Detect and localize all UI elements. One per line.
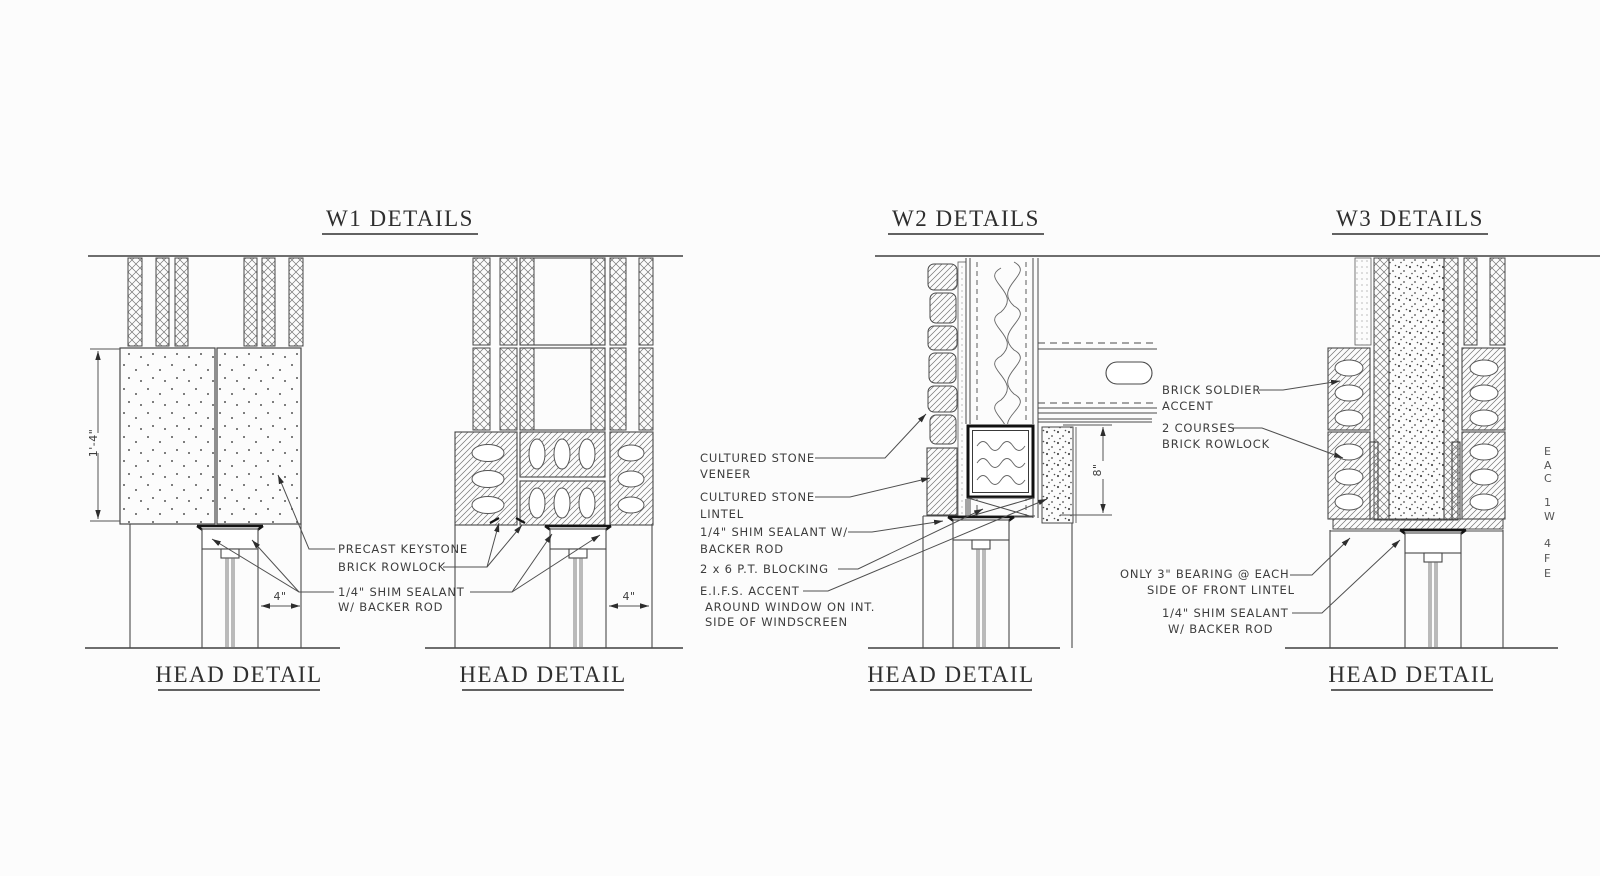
label-2-courses-1: 2 COURSES [1162,421,1236,435]
label-shim-sealant-2: W/ BACKER ROD [338,600,443,614]
title-w3-details: W3 DETAILS [1336,206,1484,231]
caption-head-detail-2: HEAD DETAIL [459,662,626,687]
steel-beam [1038,342,1157,423]
w3-labels: BRICK SOLDIER ACCENT 2 COURSES BRICK ROW… [1120,379,1555,636]
label-shim-sealant-1: 1/4" SHIM SEALANT [338,585,465,599]
w2-head-detail: 8" [922,258,1157,648]
w1-head-detail-a: 1'-4" 4" [87,257,304,648]
mullion-lines [976,549,986,647]
batt-insulation [994,261,1021,445]
jamb-lines [129,524,302,648]
pt-blocking [967,497,1034,518]
edge-fragment: C [1544,472,1552,485]
label-brick-soldier-2: ACCENT [1162,399,1214,413]
w3-head-detail [1327,257,1506,648]
edge-fragment: E [1544,567,1551,580]
label-brick-rowlock: BRICK ROWLOCK [338,560,446,574]
label-eifs-accent-1: E.I.F.S. ACCENT [700,584,800,598]
label-cultured-stone-veneer-2: VENEER [700,467,751,481]
label-shim-sealant-2: W/ BACKER ROD [1168,622,1273,636]
dim-jamb-offset-b: 4" [622,590,635,603]
edge-fragment: A [1544,459,1552,472]
window-head-frame [195,524,265,560]
sheathing-strip [1354,257,1372,346]
label-shim-sealant-1: 1/4" SHIM SEALANT [1162,606,1289,620]
label-brick-soldier-1: BRICK SOLDIER [1162,383,1261,397]
label-pt-blocking: 2 x 6 P.T. BLOCKING [700,562,829,576]
label-eifs-accent-3: SIDE OF WINDSCREEN [705,615,848,629]
label-cultured-stone-lintel-1: CULTURED STONE [700,490,815,504]
eifs-accent [1041,426,1074,524]
label-bearing-2: SIDE OF FRONT LINTEL [1147,583,1295,597]
edge-fragment: W [1544,510,1555,523]
label-2-courses-2: BRICK ROWLOCK [1162,437,1270,451]
dim-lintel-depth: 8" [1091,463,1104,476]
sheet-titles: W1 DETAILS W2 DETAILS W3 DETAILS HEAD DE… [155,206,1495,691]
edge-fragment: F [1544,552,1551,565]
grout-core-column [1388,257,1445,521]
mullion-lines [573,558,583,647]
caption-head-detail-4: HEAD DETAIL [1328,662,1495,687]
w1-head-detail-b: 4" [454,257,654,648]
title-w2-details: W2 DETAILS [892,206,1040,231]
w1-labels: PRECAST KEYSTONE BRICK ROWLOCK 1/4" SHIM… [211,474,601,614]
dim-precast-height: 1'-4" [87,429,100,458]
label-bearing-1: ONLY 3" BEARING @ EACH [1120,567,1289,581]
cultured-stone-veneer [927,263,958,445]
mullion-lines [1428,562,1438,647]
label-eifs-accent-2: AROUND WINDOW ON INT. [705,600,875,614]
label-cultured-stone-lintel-2: LINTEL [700,507,744,521]
jamb-lines [1329,530,1504,648]
edge-fragment: 1 [1544,496,1552,509]
jamb-lines [454,525,653,648]
brick-rowlock-band [454,431,654,526]
label-cultured-stone-veneer-1: CULTURED STONE [700,451,815,465]
edge-text-fragments: E A C 1 W 4 F E [1544,445,1555,580]
edge-fragment: E [1544,445,1551,458]
precast-panel [119,347,302,525]
lintel-soffit-band [1332,518,1504,530]
label-shim-sealant-2: BACKER ROD [700,542,784,556]
edge-fragment: 4 [1544,537,1552,550]
window-head-frame [543,524,613,560]
dim-jamb-offset-a: 4" [273,590,286,603]
brick-veneer-section [127,257,304,347]
dim-8in-lines [1060,424,1112,516]
window-head-frame [1398,528,1468,564]
brick-veneer-section [472,257,654,431]
label-shim-sealant-1: 1/4" SHIM SEALANT W/ [700,525,848,539]
dim-precast-height-lines [90,348,120,522]
window-head-frame [946,515,1016,551]
caption-head-detail-3: HEAD DETAIL [867,662,1034,687]
steel-tube-lintel [964,424,1036,499]
cultured-stone-lintel [926,447,958,516]
mullion-lines [225,558,235,647]
brick-soldier-rowlock-blocks [1327,347,1506,520]
caption-head-detail-1: HEAD DETAIL [155,662,322,687]
label-precast-keystone: PRECAST KEYSTONE [338,542,468,556]
sealant-hooks [489,517,526,524]
title-w1-details: W1 DETAILS [326,206,474,231]
w2-labels: CULTURED STONE VENEER CULTURED STONE LIN… [700,413,1048,629]
